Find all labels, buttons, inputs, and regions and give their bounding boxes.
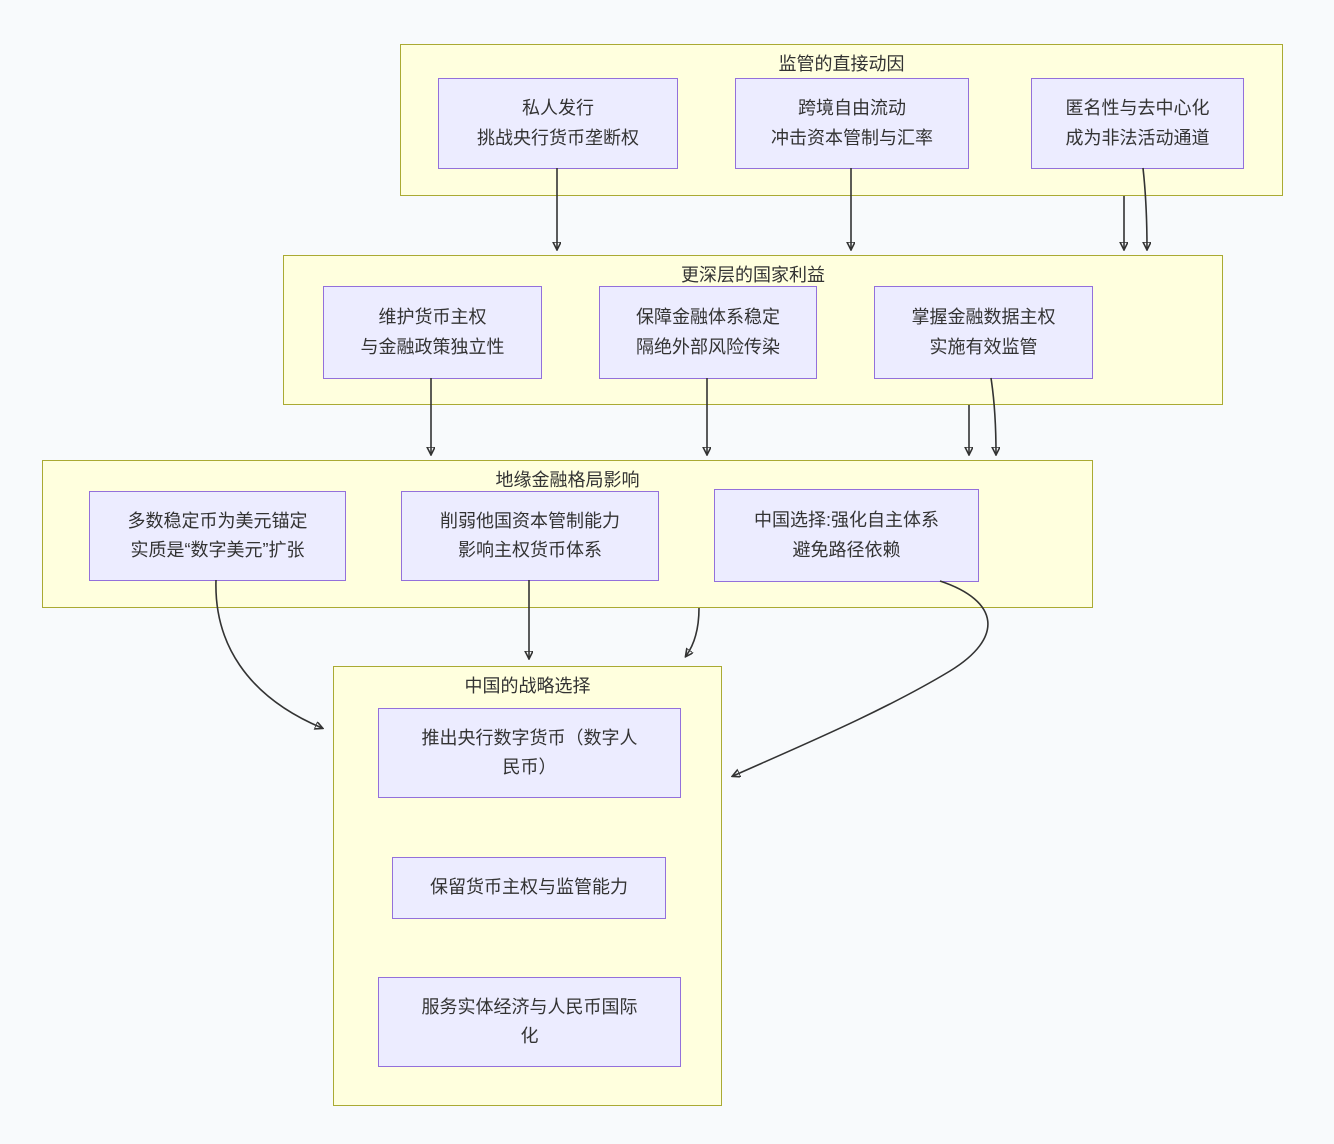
group-title: 中国的战略选择 xyxy=(464,676,591,696)
group-direct-regulatory-motives: 监管的直接动因 私人发行 挑战央行货币垄断权 跨境自由流动 冲击资本管制与汇率 … xyxy=(400,44,1283,196)
group-deeper-national-interests: 更深层的国家利益 维护货币主权 与金融政策独立性 保障金融体系稳定 隔绝外部风险… xyxy=(283,255,1223,405)
node-anonymity-decentralization: 匿名性与去中心化 成为非法活动通道 xyxy=(1031,78,1244,169)
edge-chinachoice-to-strategy xyxy=(733,580,989,776)
node-weaken-capital-controls: 削弱他国资本管制能力 影响主权货币体系 xyxy=(401,491,659,581)
node-cbdc-digital-rmb: 推出央行数字货币（数字人民币） xyxy=(378,708,681,798)
group-title: 监管的直接动因 xyxy=(778,54,905,74)
node-stablecoin-dollar-anchor: 多数稳定币为美元锚定 实质是“数字美元”扩张 xyxy=(89,491,346,581)
group-china-strategic-choice: 中国的战略选择 推出央行数字货币（数字人民币） 保留货币主权与监管能力 服务实体… xyxy=(333,666,722,1106)
node-retain-sovereignty-regulation: 保留货币主权与监管能力 xyxy=(392,857,666,919)
node-serve-real-economy: 服务实体经济与人民币国际化 xyxy=(378,977,681,1067)
group-title: 地缘金融格局影响 xyxy=(495,470,640,490)
node-monetary-sovereignty: 维护货币主权 与金融政策独立性 xyxy=(323,286,542,379)
node-cross-border-flow: 跨境自由流动 冲击资本管制与汇率 xyxy=(735,78,969,169)
node-data-sovereignty: 掌握金融数据主权 实施有效监管 xyxy=(874,286,1093,379)
group-geofinancial-impact: 地缘金融格局影响 多数稳定币为美元锚定 实质是“数字美元”扩张 削弱他国资本管制… xyxy=(42,460,1093,608)
node-financial-stability: 保障金融体系稳定 隔绝外部风险传染 xyxy=(599,286,817,379)
group-title: 更深层的国家利益 xyxy=(681,265,825,285)
edge-geo-to-strategy xyxy=(686,607,700,656)
node-private-issuance: 私人发行 挑战央行货币垄断权 xyxy=(438,78,678,169)
node-china-self-reliant-choice: 中国选择:强化自主体系 避免路径依赖 xyxy=(714,489,979,582)
